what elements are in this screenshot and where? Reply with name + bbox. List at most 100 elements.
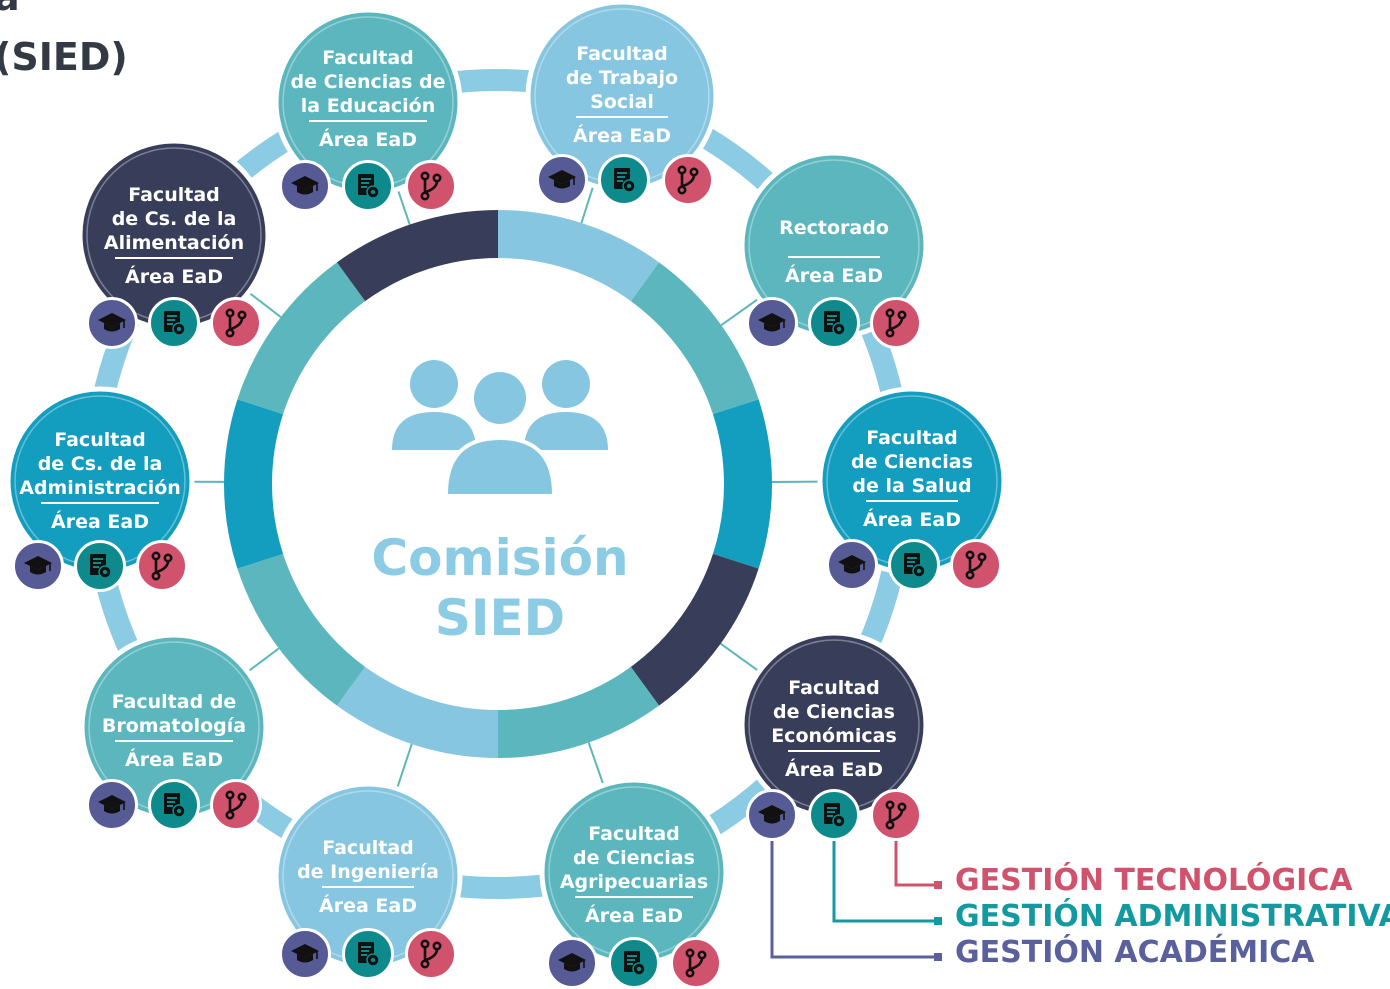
connector-line: [247, 291, 282, 318]
connector-line: [720, 297, 760, 326]
node-name-line: Bromatología: [101, 715, 247, 737]
node-separator: [576, 116, 668, 118]
node-name-line: de Trabajo: [565, 67, 679, 89]
connector-line: [396, 743, 413, 789]
node-area-label: Área EaD: [51, 511, 149, 533]
node-name-line: Facultad: [322, 47, 414, 69]
node-separator: [41, 502, 159, 504]
graduation-cap-icon: [86, 297, 138, 349]
node-name-line: Facultad: [788, 677, 880, 699]
document-gear-icon: [148, 297, 200, 349]
node-name-line: Agripecuarias: [559, 871, 709, 893]
graduation-cap-icon: [279, 160, 331, 212]
branch-icon: [405, 160, 457, 212]
graduation-cap-icon: [279, 928, 331, 980]
legend-academica: GESTIÓN ACADÉMICA: [955, 935, 1315, 970]
node-separator: [115, 257, 233, 259]
branch-icon: [210, 297, 262, 349]
document-gear-icon: [808, 297, 860, 349]
people-group-icon: [392, 360, 608, 496]
node-name-line: Facultad: [128, 184, 220, 206]
ring-segment: [223, 399, 284, 569]
node-name-line: de Cs. de la: [111, 208, 237, 230]
node-name-line: la Educación: [300, 95, 436, 117]
branch-icon: [870, 789, 922, 841]
document-gear-icon: [342, 928, 394, 980]
graduation-cap-icon: [746, 789, 798, 841]
branch-icon: [950, 539, 1002, 591]
node-name-line: de Cs. de la: [37, 453, 163, 475]
ring-segment: [237, 262, 366, 415]
node-name-line: Facultad: [54, 429, 146, 451]
legend-marker-academic: [934, 953, 942, 961]
connector-line: [396, 188, 411, 225]
node-name-line: Facultad: [576, 43, 668, 65]
node-area-label: Área EaD: [125, 749, 223, 771]
graduation-cap-icon: [546, 937, 598, 989]
connector-line: [587, 742, 605, 786]
node-connectors: [191, 185, 821, 789]
legend-connectors: [770, 841, 942, 961]
node-name-line: Rectorado: [779, 217, 889, 239]
branch-icon: [870, 297, 922, 349]
document-gear-icon: [808, 789, 860, 841]
branch-icon: [210, 779, 262, 831]
ring-segment: [630, 553, 759, 706]
legend-marker-tech: [934, 881, 942, 889]
document-gear-icon: [608, 937, 660, 989]
node-separator: [788, 750, 880, 752]
node-separator: [866, 500, 958, 502]
graduation-cap-icon: [536, 154, 588, 206]
node-area-label: Área EaD: [573, 125, 671, 147]
graduation-cap-icon: [746, 297, 798, 349]
inner-ring: [223, 210, 772, 758]
legend-administrativa: GESTIÓN ADMINISTRATIVA: [955, 899, 1390, 934]
node-name-line: Económicas: [771, 725, 897, 747]
node-area-label: Área EaD: [319, 129, 417, 151]
ring-segment: [237, 553, 366, 706]
graduation-cap-icon: [12, 540, 64, 592]
ring-segment: [630, 262, 759, 415]
node-separator: [575, 896, 693, 898]
node-name-line: de Ciencias: [851, 451, 973, 473]
node-name-line: de Ciencias: [773, 701, 895, 723]
connector-line: [580, 185, 595, 224]
page-title-line1: a: [0, 0, 20, 16]
node-area-label: Área EaD: [319, 895, 417, 917]
center-title: Comisión SIED: [360, 528, 640, 648]
node-separator: [309, 120, 427, 122]
ring-segment: [498, 210, 660, 302]
node-area-label: Área EaD: [585, 905, 683, 927]
node-name-line: Alimentación: [103, 232, 245, 254]
document-gear-icon: [148, 779, 200, 831]
legend-line-tech: [894, 841, 938, 887]
node-name-line: Facultad: [588, 823, 680, 845]
node-name-line: de la Salud: [852, 475, 972, 497]
legend-marker-admin: [934, 917, 942, 925]
page-title-line2: (SIED): [0, 35, 128, 79]
connector-line: [720, 642, 760, 673]
ring-segment: [498, 666, 660, 758]
node-name-line: Social: [590, 91, 654, 113]
node-name-line: de Ciencias de: [290, 71, 446, 93]
node-name-line: Administración: [19, 477, 181, 499]
graduation-cap-icon: [86, 779, 138, 831]
branch-icon: [670, 937, 722, 989]
node-name-line: Facultad: [322, 837, 414, 859]
branch-icon: [662, 154, 714, 206]
node-name-line: Facultad: [866, 427, 958, 449]
ring-segment: [336, 210, 498, 302]
legend-tecnologica: GESTIÓN TECNOLÓGICA: [955, 863, 1353, 898]
branch-icon: [136, 540, 188, 592]
node-name-line: Facultad de: [111, 691, 237, 713]
node-area-label: Área EaD: [125, 266, 223, 288]
document-gear-icon: [342, 160, 394, 212]
